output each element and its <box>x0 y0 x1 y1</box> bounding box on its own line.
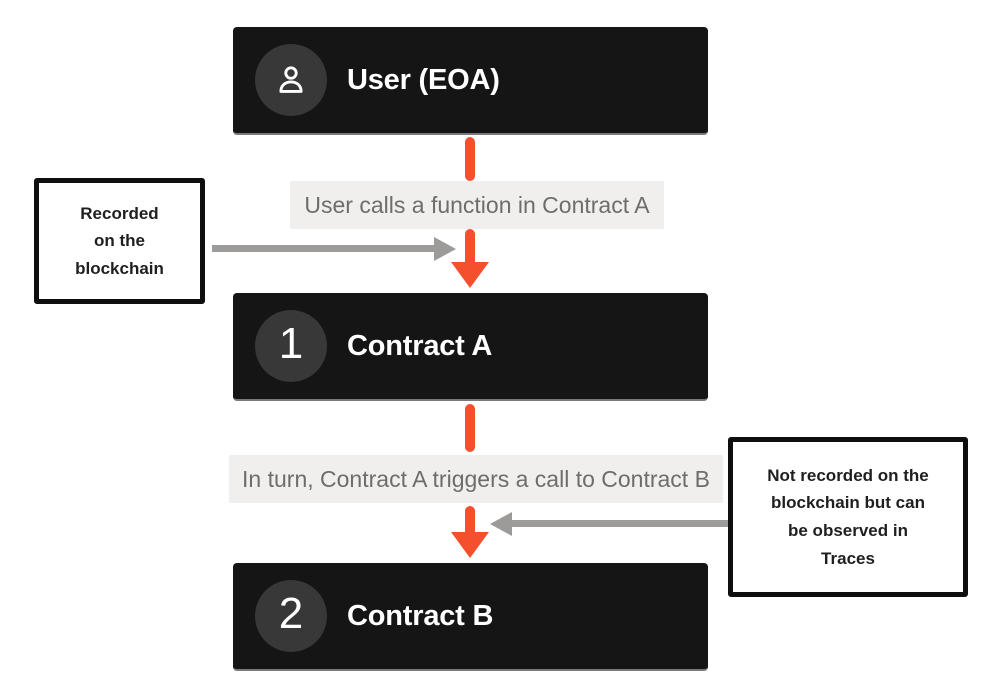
note-line: Traces <box>821 548 875 568</box>
note-line: be observed in <box>788 521 908 540</box>
note-line: on the <box>94 231 145 251</box>
note-line: Recorded <box>80 203 159 223</box>
note-line: blockchain <box>75 258 164 278</box>
note-not-recorded-observed-in-traces: Not recorded on the blockchain but can b… <box>728 437 968 597</box>
arrow-contract-a-to-label-shaft <box>465 404 475 452</box>
traces-note-arrow-shaft <box>510 520 728 527</box>
note-recorded-on-blockchain: Recorded on the blockchain <box>34 178 205 304</box>
contract-b-number: 2 <box>278 589 304 638</box>
node-user-eoa: User (EOA) <box>233 27 708 135</box>
arrow-label-to-contract-a-head <box>451 262 489 288</box>
arrow-label-to-contract-b-head <box>451 532 489 558</box>
node-title-contract-a: Contract A <box>347 329 493 362</box>
user-avatar-circle <box>255 44 327 116</box>
contract-a-number: 1 <box>278 319 304 368</box>
recorded-note-arrow-head <box>434 237 456 261</box>
contract-b-number-circle: 2 <box>255 580 327 652</box>
contract-a-number-circle: 1 <box>255 310 327 382</box>
arrow-label-to-contract-b-shaft <box>465 506 475 538</box>
user-icon <box>279 66 303 93</box>
traces-note-arrow-head <box>490 512 512 536</box>
node-title-contract-b: Contract B <box>347 599 494 632</box>
recorded-note-arrow-shaft <box>212 245 436 252</box>
node-contract-a: 1 Contract A <box>233 293 708 401</box>
node-title-user-eoa: User (EOA) <box>347 63 500 96</box>
note-line: blockchain but can <box>771 493 925 513</box>
edge-label-contract-a-triggers-contract-b: In turn, Contract A triggers a call to C… <box>229 455 723 503</box>
arrow-user-to-label-shaft <box>465 137 475 181</box>
node-contract-b: 2 Contract B <box>233 563 708 671</box>
note-line: Not recorded on the <box>767 465 929 485</box>
arrow-label-to-contract-a-shaft <box>465 229 475 267</box>
edge-label-user-calls-contract-a: User calls a function in Contract A <box>290 181 664 229</box>
